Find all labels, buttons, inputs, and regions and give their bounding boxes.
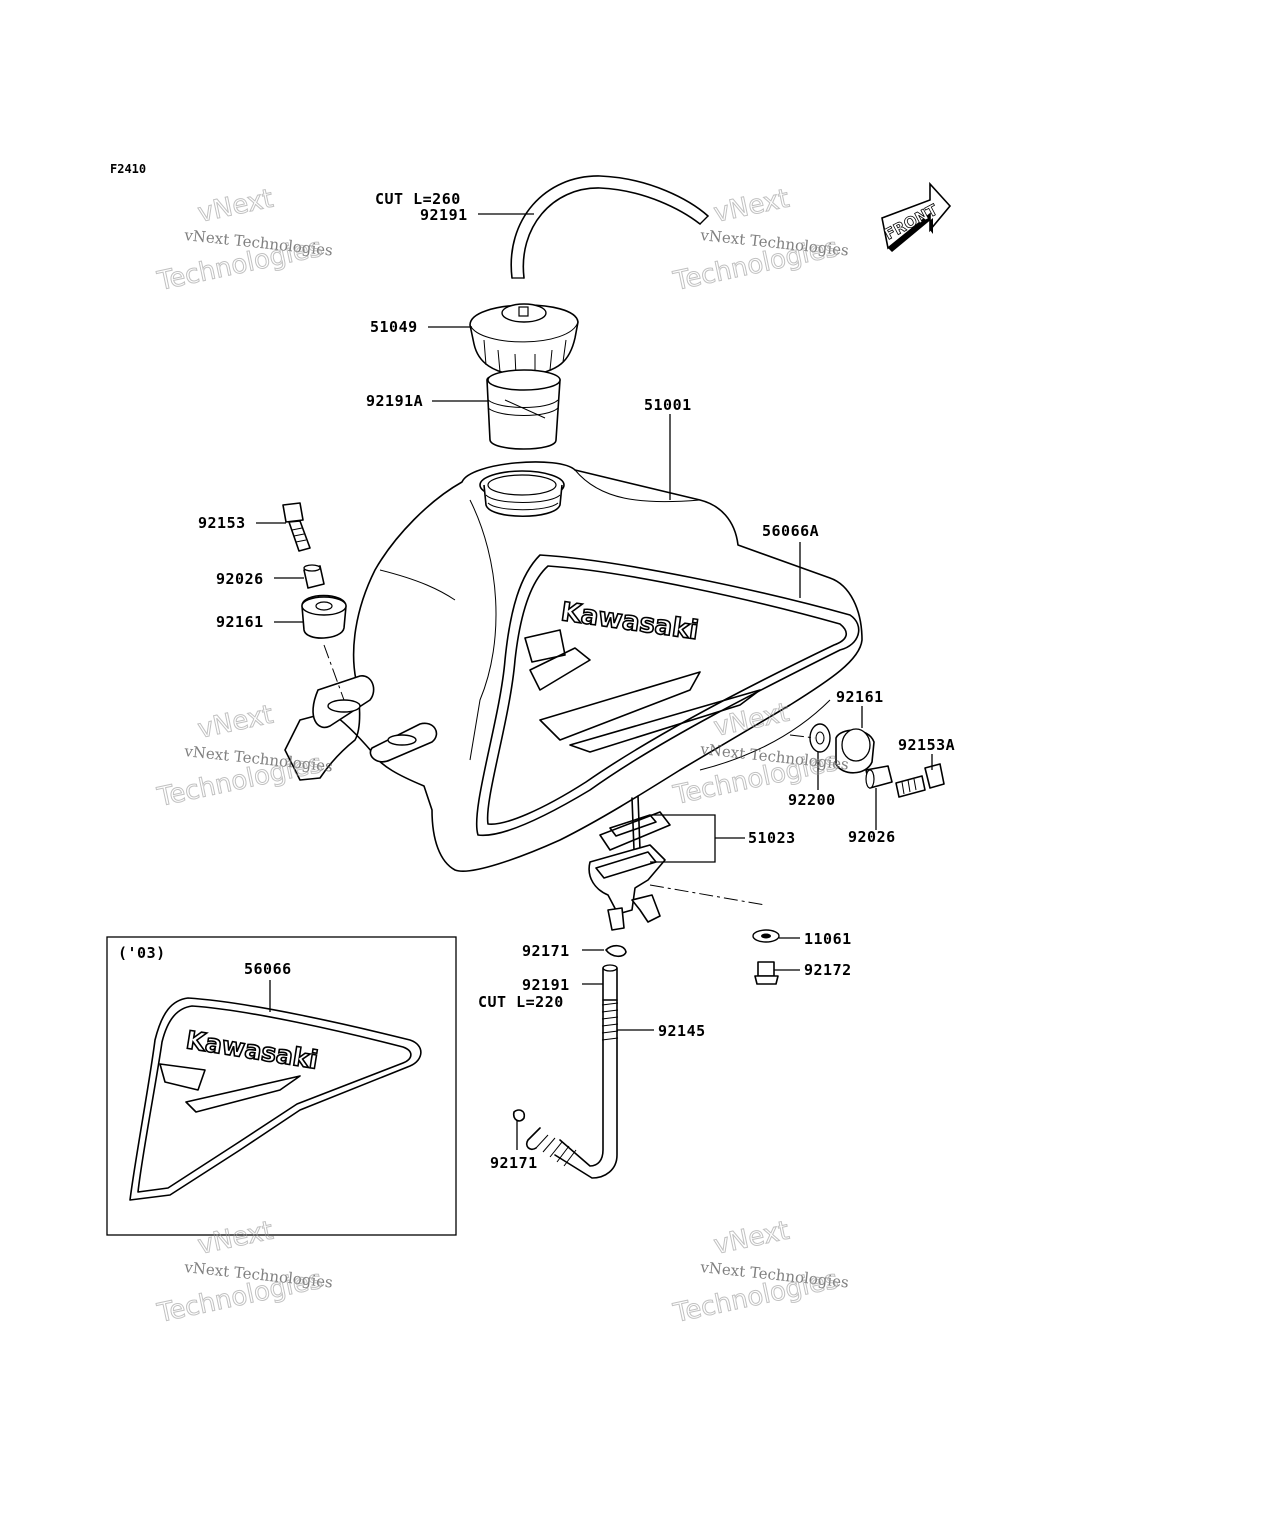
inset-decal-brand: Kawasaki xyxy=(184,1025,320,1074)
clip-92171-top xyxy=(605,944,627,958)
part-labels: CUT L=260 92191 51049 92191A 51001 92153… xyxy=(198,190,955,1172)
label-92153: 92153 xyxy=(198,514,246,532)
label-92026-left: 92026 xyxy=(216,570,264,588)
grommet-92161-left xyxy=(301,594,347,639)
bolt-92153A xyxy=(895,763,945,798)
collar-92026-right xyxy=(865,765,893,789)
watermark-3: vNext vNext Technologies Technologies xyxy=(154,699,334,813)
svg-text:vNext: vNext xyxy=(195,1216,276,1261)
breather-hose xyxy=(510,175,709,279)
label-92191-bottom: 92191 xyxy=(522,976,570,994)
label-cut-top: CUT L=260 xyxy=(375,190,461,208)
svg-text:vNext: vNext xyxy=(711,184,792,229)
clip-92171-bottom xyxy=(512,1109,526,1122)
watermark-2: vNext vNext Technologies Technologies xyxy=(670,183,850,297)
inset-title: ('03) xyxy=(118,944,166,962)
label-92153A: 92153A xyxy=(898,736,955,754)
front-arrow-icon: FRONT xyxy=(881,181,952,252)
watermark-1: vNext vNext Technologies Technologies xyxy=(154,183,334,297)
label-92171-top: 92171 xyxy=(522,942,570,960)
plug-92172 xyxy=(754,961,779,985)
leader-lines xyxy=(256,213,933,1150)
label-11061: 11061 xyxy=(804,930,852,948)
label-92161-right: 92161 xyxy=(836,688,884,706)
fuel-tank: Kawasaki xyxy=(284,461,863,872)
bolt-92153 xyxy=(282,502,311,552)
fuel-cap xyxy=(469,303,579,377)
label-92191A: 92191A xyxy=(366,392,423,410)
inset-2003-decal: ('03) 56066 Kawasaki xyxy=(106,936,457,1236)
label-51001: 51001 xyxy=(644,396,692,414)
label-92171-bottom: 92171 xyxy=(490,1154,538,1172)
grommet-92161-right xyxy=(835,728,875,774)
label-92200: 92200 xyxy=(788,791,836,809)
label-51023: 51023 xyxy=(748,829,796,847)
svg-text:vNext: vNext xyxy=(195,700,276,745)
label-51049: 51049 xyxy=(370,318,418,336)
label-56066A: 56066A xyxy=(762,522,819,540)
svg-text:vNext: vNext xyxy=(711,1216,792,1261)
inset-part-label: 56066 xyxy=(244,960,292,978)
washer-92200 xyxy=(809,723,831,753)
washer-11061 xyxy=(752,929,780,943)
label-cut-bottom: CUT L=220 xyxy=(478,993,564,1011)
label-92191-top: 92191 xyxy=(420,206,468,224)
label-92026-right: 92026 xyxy=(848,828,896,846)
collar-92026-left xyxy=(303,564,325,589)
label-92161-left: 92161 xyxy=(216,613,264,631)
filler-strainer xyxy=(486,369,561,450)
svg-text:vNext: vNext xyxy=(195,184,276,229)
label-92172: 92172 xyxy=(804,961,852,979)
fuel-hose-lower xyxy=(525,964,619,1179)
diagram-code: F2410 xyxy=(110,162,146,176)
label-92145: 92145 xyxy=(658,1022,706,1040)
watermark-5: vNext vNext Technologies Technologies xyxy=(154,1215,334,1329)
watermark-6: vNext vNext Technologies Technologies xyxy=(670,1215,850,1329)
